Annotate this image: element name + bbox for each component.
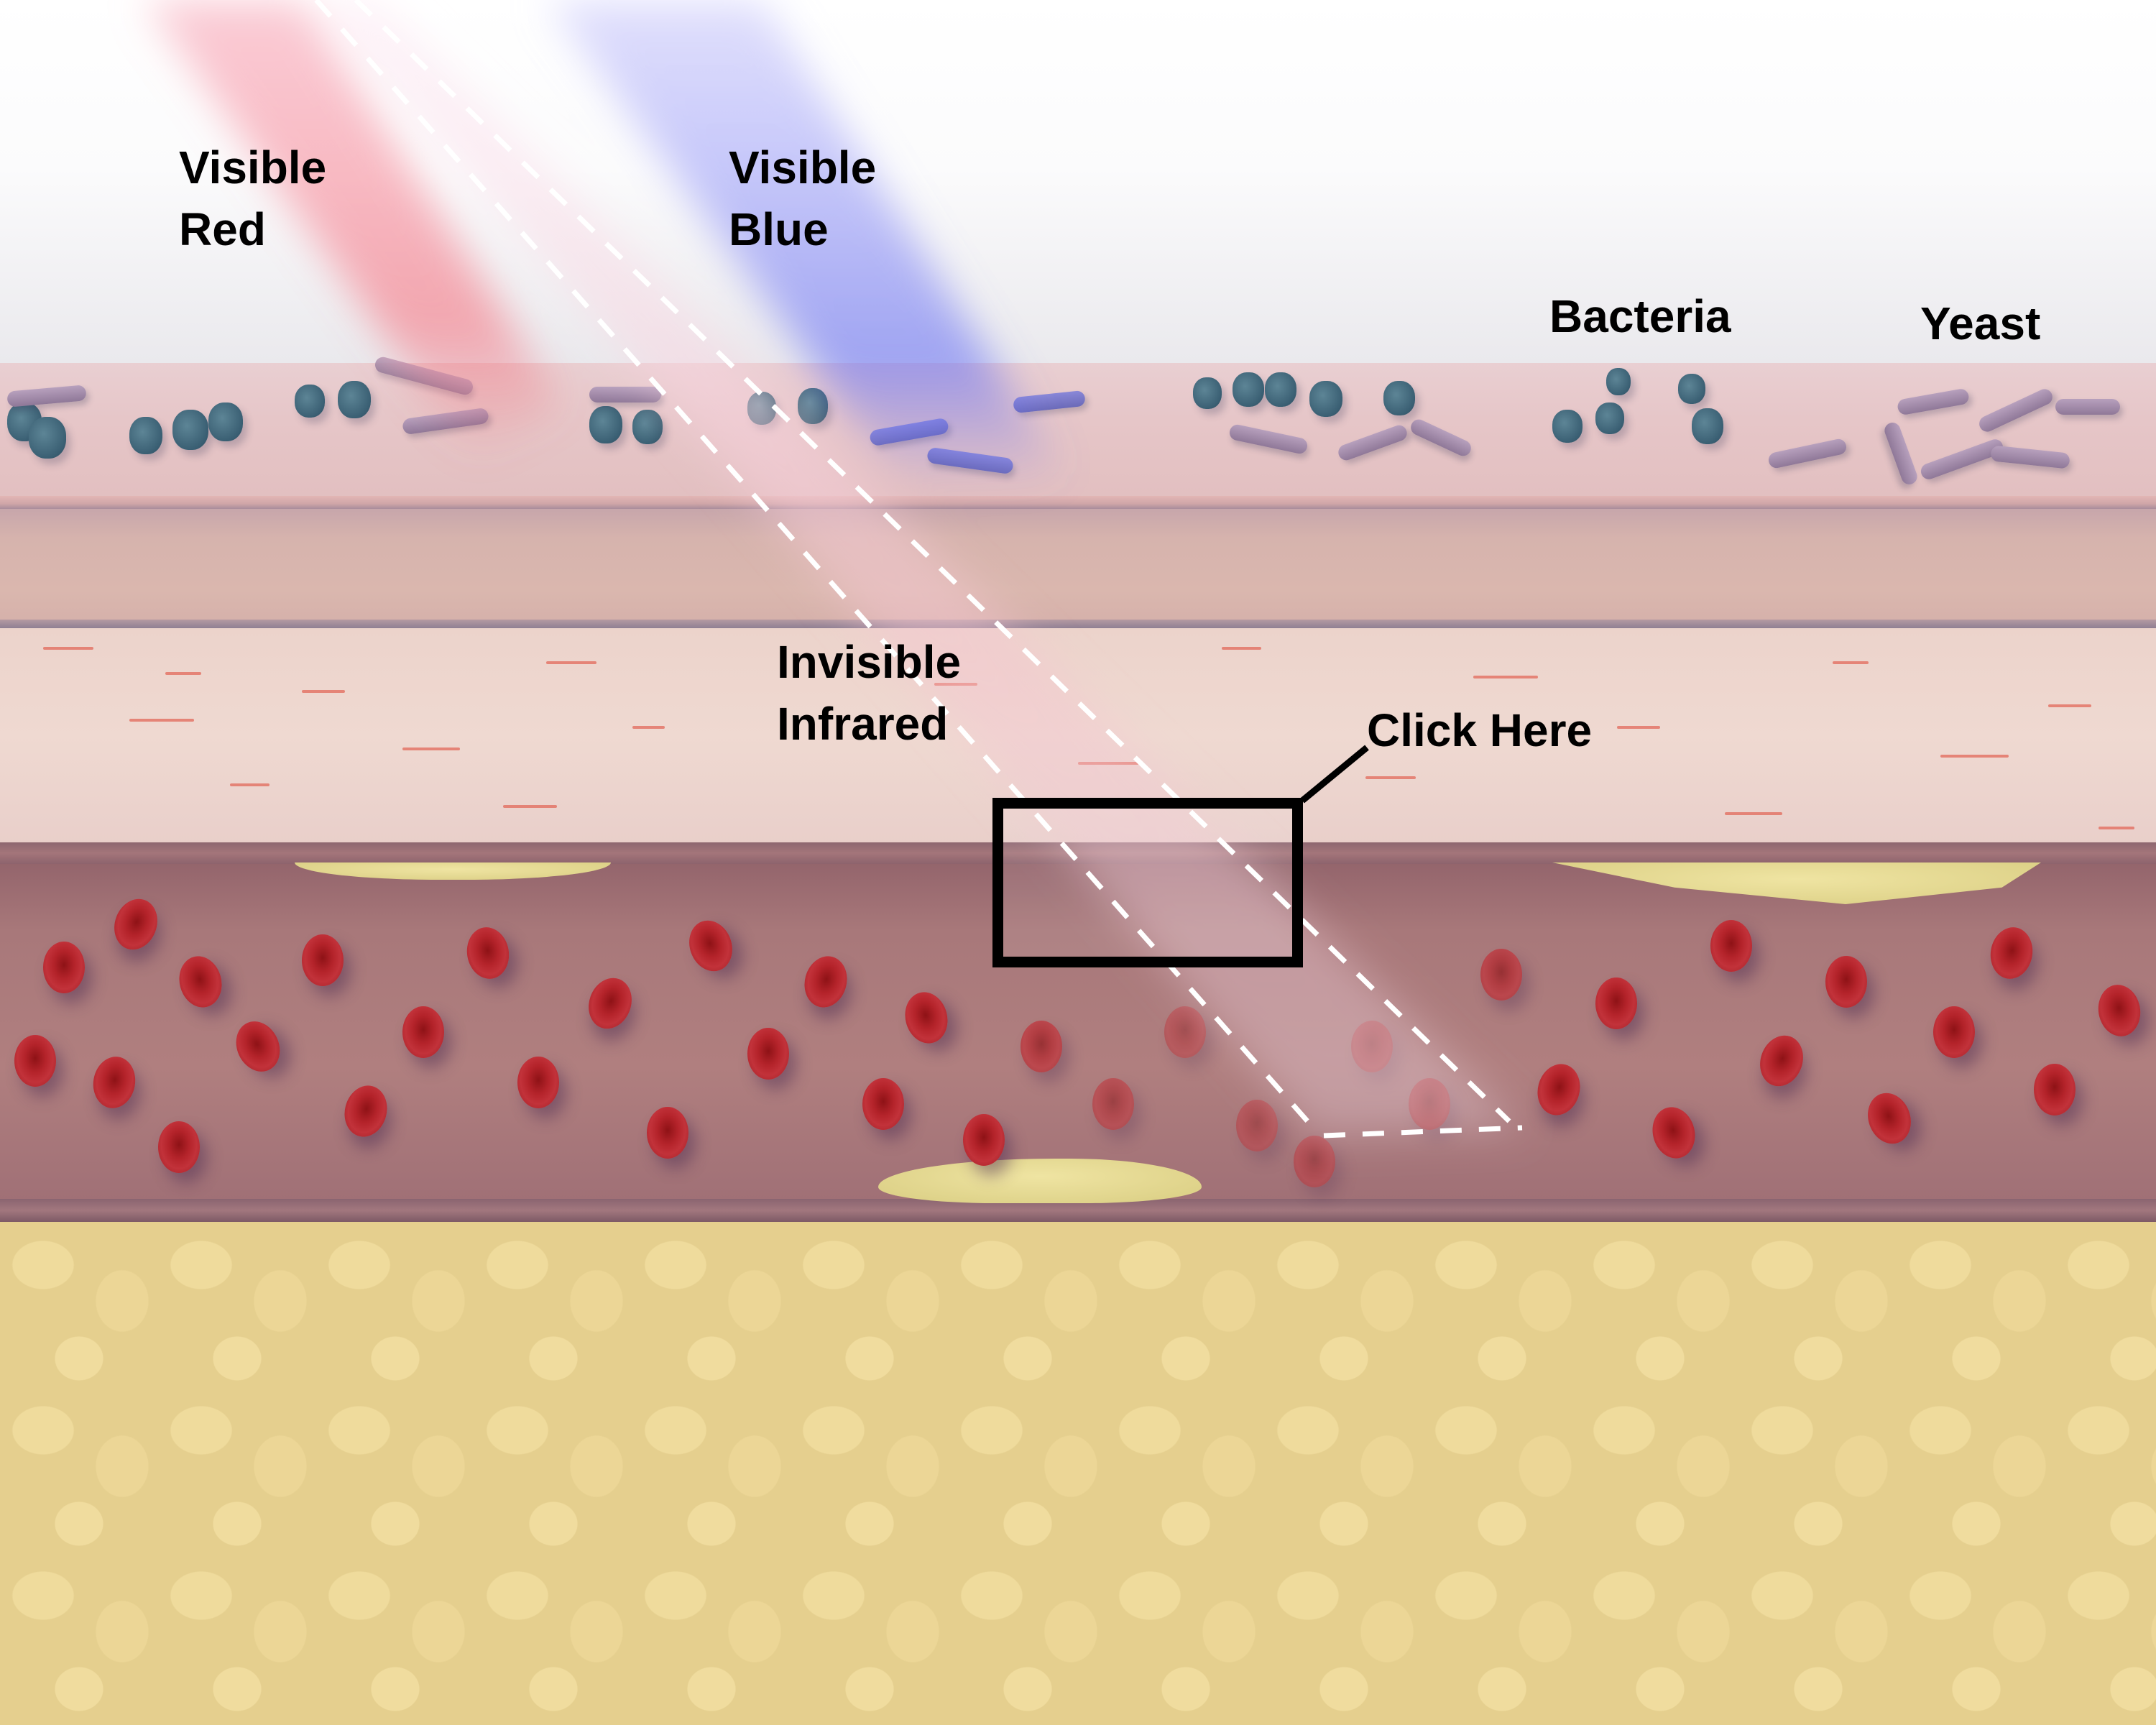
- subcutaneous-fat-layer: [0, 1222, 2156, 1725]
- label-bacteria: Bacteria: [1549, 290, 1731, 342]
- label-yeast: Yeast: [1920, 298, 2041, 349]
- vessel-plaque-bottom: [878, 1159, 1202, 1203]
- epidermis-layer: [0, 509, 2156, 625]
- label-invisible-infrared: Invisible Infrared: [777, 636, 962, 750]
- label-visible-red: Visible Red: [179, 142, 327, 255]
- skin-surface-rim: [0, 496, 2156, 509]
- epidermis-boundary: [0, 620, 2156, 628]
- click-here-hotspot-box[interactable]: [992, 798, 1303, 967]
- label-visible-blue: Visible Blue: [729, 142, 877, 255]
- click-here-link[interactable]: Click Here: [1367, 704, 1593, 756]
- skin-surface-layer: [0, 363, 2156, 503]
